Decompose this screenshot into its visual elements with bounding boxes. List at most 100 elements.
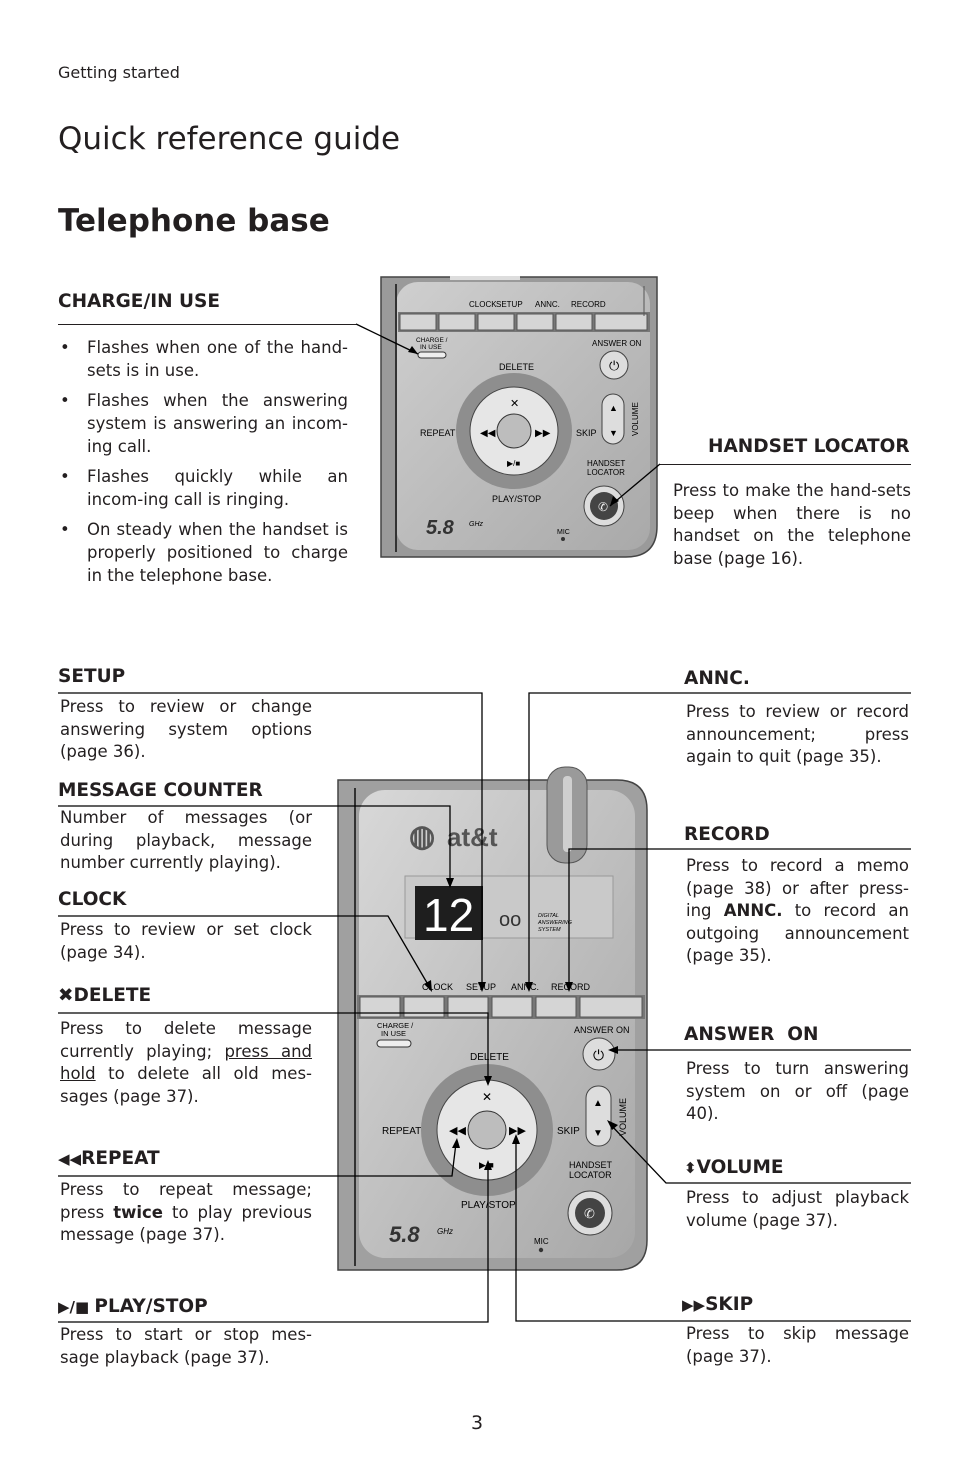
das-label: SYSTEM [538, 927, 561, 933]
handset-locator-label: HANDSET [569, 1160, 613, 1170]
repeat-label: REPEAT [382, 1126, 421, 1137]
handset-locator-button[interactable] [575, 1198, 605, 1228]
repeat-heading: ◀◀REPEAT [58, 1148, 160, 1169]
answer-on-button[interactable] [599, 350, 629, 380]
list-item: Flashes quickly while an incom-ing call … [58, 465, 348, 511]
list-item: On steady when the handset is properly p… [58, 518, 348, 587]
play-stop-text: Press to start or stop mes-sage playback… [60, 1325, 312, 1367]
message-counter-heading: MESSAGE COUNTER [58, 780, 263, 801]
das-label: ANSWERING [537, 920, 573, 926]
skip-heading: ▶▶SKIP [682, 1294, 754, 1315]
key-button[interactable] [477, 313, 515, 331]
volume-label: VOLUME [631, 402, 640, 436]
repeat-text: Press to repeat message; press twice to … [60, 1180, 313, 1244]
message-counter-display [415, 886, 483, 940]
soft-keys-row [398, 312, 650, 332]
handset-icon: ✆ [584, 1206, 595, 1221]
clock-button[interactable] [403, 996, 445, 1018]
charge-led-icon [417, 351, 447, 359]
mic-label: MIC [557, 529, 570, 536]
setup-key-label: SETUP [496, 300, 523, 309]
answering-system-icon: oo [499, 909, 521, 931]
page-number: 3 [470, 1412, 484, 1434]
volume-text: Press to adjust playback volume (page 37… [686, 1188, 909, 1230]
answer-on-text: Press to turn answering system on or off… [686, 1059, 909, 1123]
answer-on-label: ANSWER ON [592, 339, 642, 348]
key-button[interactable] [399, 313, 437, 331]
divider [58, 324, 356, 325]
setup-text: Press to review or change answering syst… [60, 697, 312, 761]
charge-led-icon [376, 1039, 412, 1048]
answer-on-heading: ANSWER ON [684, 1024, 819, 1045]
leader-lines-bottom [58, 692, 911, 1323]
frequency-badge: 5.8 [389, 1222, 420, 1247]
repeat-icon: ◀◀ [449, 1125, 466, 1137]
handset-locator-text: Press to make the hand-sets beep when th… [673, 481, 911, 568]
leader-lines-top [355, 323, 661, 507]
frequency-badge: 5.8 [426, 517, 455, 539]
key-button[interactable] [579, 996, 643, 1018]
volume-rocker[interactable] [601, 393, 625, 445]
key-button[interactable] [594, 313, 648, 331]
annc-text: Press to review or record announcement; … [686, 702, 909, 766]
page-title: Quick reference guide [58, 121, 401, 157]
clock-text: Press to review or set clock (page 34). [60, 920, 312, 962]
skip-label: SKIP [576, 428, 597, 438]
key-button[interactable] [516, 313, 554, 331]
delete-heading: ✖DELETE [58, 985, 152, 1006]
charge-label: CHARGE / [416, 337, 448, 344]
clock-heading: CLOCK [58, 889, 127, 910]
delete-x-icon: ✖ [58, 985, 74, 1006]
skip-text: Press to skip message (page 37). [686, 1324, 909, 1366]
skip-icon: ▶▶ [509, 1125, 526, 1137]
att-globe-icon: ◍ [409, 820, 435, 853]
telephone-base-top-view: CLOCK SETUP ANNC. RECORD CHARGE / IN USE… [380, 276, 658, 558]
frequency-unit: GHz [437, 1227, 453, 1236]
record-button[interactable] [535, 996, 577, 1018]
mic-icon [561, 537, 565, 541]
play-stop-heading: ▶/■ PLAY/STOP [58, 1296, 208, 1317]
mic-label: MIC [534, 1237, 549, 1246]
key-button[interactable] [359, 996, 401, 1018]
handset-locator-heading: HANDSET LOCATOR [708, 436, 910, 457]
record-key-label: RECORD [571, 300, 606, 309]
charge-in-use-list: Flashes when one of the hand-sets is in … [58, 336, 348, 594]
power-icon: ⏻ [593, 1047, 604, 1063]
delete-x-icon: ✕ [482, 1090, 492, 1104]
handset-locator-label: LOCATOR [587, 468, 625, 477]
delete-text: Press to delete message currently playin… [60, 1019, 312, 1106]
clock-key-label: CLOCK [422, 982, 453, 992]
annc-key-label: ANNC. [511, 982, 539, 992]
play-stop-icon: ▶/■ [58, 1298, 95, 1316]
record-text: Press to record a memo (page 38) or afte… [686, 856, 909, 965]
message-counter-text: Number of messages (or during playback, … [60, 808, 312, 872]
answer-on-button[interactable] [582, 1037, 616, 1071]
volume-rocker[interactable] [585, 1085, 612, 1147]
list-item: Flashes when the answering system is ans… [58, 389, 348, 458]
repeat-icon: ◀◀ [58, 1150, 82, 1168]
soft-keys-row [357, 995, 645, 1019]
skip-icon: ▶▶ [682, 1296, 706, 1314]
delete-label: DELETE [470, 1052, 509, 1063]
handset-locator-button[interactable] [590, 492, 618, 520]
annc-button[interactable] [491, 996, 533, 1018]
volume-updown-icon: ⬍ [684, 1159, 697, 1177]
volume-up-icon: ▲ [593, 1098, 603, 1109]
volume-up-icon: ▲ [609, 403, 618, 413]
key-button[interactable] [555, 313, 593, 331]
telephone-base-front-view: ◍ at&t 12 oo DIGITAL ANSWERING SYSTEM CL… [337, 766, 648, 1271]
play-stop-label: PLAY/STOP [492, 494, 541, 504]
divider [660, 464, 911, 465]
setup-button[interactable] [447, 996, 489, 1018]
repeat-icon: ◀◀ [480, 428, 496, 439]
charge-in-use-heading: CHARGE/IN USE [58, 291, 220, 312]
charge-label: CHARGE / [377, 1021, 414, 1030]
handset-locator-label: LOCATOR [569, 1170, 612, 1180]
mic-icon [538, 1247, 544, 1253]
answer-on-label: ANSWER ON [574, 1025, 630, 1035]
key-button[interactable] [438, 313, 476, 331]
delete-x-icon: ✕ [510, 398, 519, 410]
annc-key-label: ANNC. [535, 300, 560, 309]
annc-heading: ANNC. [684, 668, 750, 689]
charge-label: IN USE [381, 1029, 406, 1038]
